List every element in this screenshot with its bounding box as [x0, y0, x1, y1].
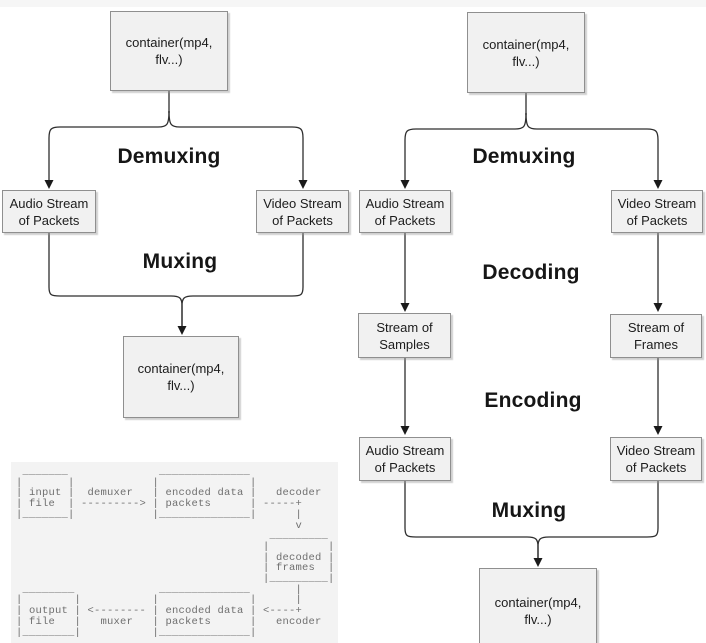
- node-transcode-container-top: container(mp4, flv...): [467, 12, 585, 93]
- wire-demux-left: [404, 112, 527, 181]
- node-remux-audio-packets: Audio Stream of Packets: [2, 190, 96, 233]
- stage-label-muxing-transcode: Muxing: [491, 499, 567, 522]
- arrowhead-icon: [44, 180, 54, 189]
- arrowhead-icon: [533, 558, 543, 567]
- arrowhead-icon: [653, 180, 663, 189]
- node-transcode-audio-packets-2: Audio Stream of Packets: [359, 437, 451, 481]
- wire-demux-right: [168, 110, 304, 181]
- node-stream-of-samples: Stream of Samples: [358, 313, 451, 358]
- wire-mux-left: [404, 481, 539, 558]
- arrowhead-icon: [400, 303, 410, 312]
- wire-mux-right: [181, 233, 304, 326]
- node-transcode-video-packets: Video Stream of Packets: [611, 190, 703, 233]
- arrowhead-icon: [400, 426, 410, 435]
- node-remux-video-packets: Video Stream of Packets: [256, 190, 349, 233]
- stage-label-demuxing-transcode: Demuxing: [472, 145, 576, 168]
- ffmpeg-ascii-diagram: _______ ______________ | | | | | input |…: [16, 466, 335, 639]
- wire-demux-right: [525, 112, 659, 181]
- node-transcode-container-bottom: container(mp4, flv...): [479, 568, 597, 643]
- arrowhead-icon: [298, 180, 308, 189]
- stage-label-encoding: Encoding: [484, 389, 582, 412]
- node-transcode-audio-packets: Audio Stream of Packets: [359, 190, 451, 233]
- node-remux-container-top: container(mp4, flv...): [110, 11, 228, 91]
- arrowhead-icon: [400, 180, 410, 189]
- wire-demux-left: [48, 110, 170, 181]
- stage-label-demuxing-remux: Demuxing: [117, 145, 221, 168]
- stage-label-muxing-remux: Muxing: [142, 250, 218, 273]
- wire-mux-left: [48, 233, 183, 326]
- arrowhead-icon: [653, 426, 663, 435]
- node-stream-of-frames: Stream of Frames: [610, 314, 702, 358]
- arrowhead-icon: [177, 326, 187, 335]
- top-strip: [0, 0, 706, 7]
- ffmpeg-ascii-panel: _______ ______________ | | | | | input |…: [11, 462, 338, 643]
- stage-label-decoding: Decoding: [482, 261, 580, 284]
- wire-mux-right: [537, 481, 659, 558]
- arrowhead-icon: [653, 303, 663, 312]
- node-remux-container-bottom: container(mp4, flv...): [123, 336, 239, 418]
- node-transcode-video-packets-2: Video Stream of Packets: [610, 437, 702, 481]
